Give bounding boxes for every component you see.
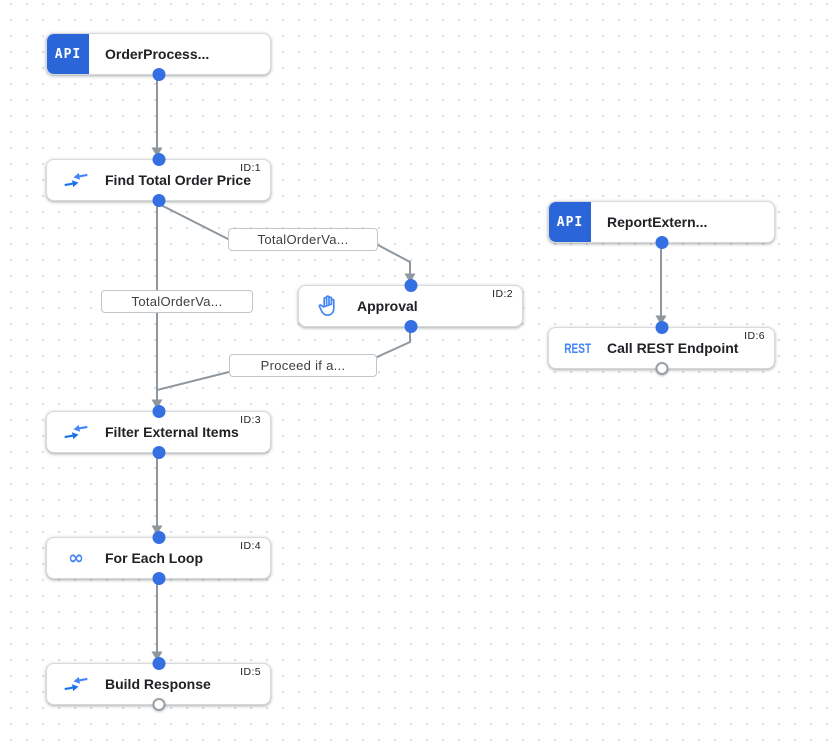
node-call-rest-endpoint[interactable]: REST Call REST Endpoint ID:6 <box>548 321 775 375</box>
node-title: Approval <box>357 298 418 314</box>
input-port[interactable] <box>152 405 165 418</box>
data-mapping-icon <box>61 423 91 441</box>
output-port[interactable] <box>152 194 165 207</box>
node-id-badge: ID:3 <box>240 414 261 426</box>
rest-icon-glyph: REST <box>564 340 592 356</box>
edge-arrowhead <box>655 315 667 325</box>
edge-arrowhead <box>151 525 163 535</box>
output-port[interactable] <box>404 320 417 333</box>
output-port[interactable] <box>152 572 165 585</box>
output-port[interactable] <box>655 236 668 249</box>
node-title: ReportExtern... <box>607 214 708 230</box>
node-order-process-trigger[interactable]: API OrderProcess... <box>46 33 271 81</box>
api-badge-icon: API <box>549 202 591 242</box>
node-title: For Each Loop <box>105 550 203 566</box>
node-report-extern-trigger[interactable]: API ReportExtern... <box>548 201 775 249</box>
node-title: Filter External Items <box>105 424 239 440</box>
node-for-each-loop[interactable]: ∞ For Each Loop ID:4 <box>46 531 271 585</box>
rest-icon: REST <box>563 341 593 355</box>
api-badge-icon: API <box>47 34 89 74</box>
edge-label-totalorder-approval[interactable]: TotalOrderVa... <box>228 228 378 251</box>
output-port[interactable] <box>152 68 165 81</box>
node-id-badge: ID:1 <box>240 162 261 174</box>
input-port[interactable] <box>152 153 165 166</box>
node-approval[interactable]: Approval ID:2 <box>298 279 523 333</box>
data-mapping-icon <box>61 675 91 693</box>
node-id-badge: ID:6 <box>744 330 765 342</box>
node-id-badge: ID:2 <box>492 288 513 300</box>
node-build-response[interactable]: Build Response ID:5 <box>46 657 271 711</box>
edge-label-totalorder-filter[interactable]: TotalOrderVa... <box>101 290 253 313</box>
infinity-loop-icon-glyph: ∞ <box>68 546 84 569</box>
node-title: Find Total Order Price <box>105 172 251 188</box>
node-title: OrderProcess... <box>105 46 210 62</box>
edge-findtotal-to-approval <box>156 202 411 275</box>
input-port[interactable] <box>152 657 165 670</box>
edge-arrowhead <box>404 273 416 283</box>
infinity-loop-icon: ∞ <box>61 546 91 569</box>
output-port[interactable] <box>152 446 165 459</box>
node-id-badge: ID:4 <box>240 540 261 552</box>
edge-arrowhead <box>151 399 163 409</box>
node-id-badge: ID:5 <box>240 666 261 678</box>
approval-hand-icon <box>313 294 343 318</box>
input-port[interactable] <box>655 321 668 334</box>
node-title: Build Response <box>105 676 211 692</box>
node-title: Call REST Endpoint <box>607 340 739 356</box>
output-port[interactable] <box>655 362 668 375</box>
output-port[interactable] <box>152 698 165 711</box>
edge-arrowhead <box>151 147 163 157</box>
data-mapping-icon <box>61 171 91 189</box>
edge-arrowhead <box>151 651 163 661</box>
input-port[interactable] <box>404 279 417 292</box>
input-port[interactable] <box>152 531 165 544</box>
edge-label-proceed[interactable]: Proceed if a... <box>229 354 377 377</box>
